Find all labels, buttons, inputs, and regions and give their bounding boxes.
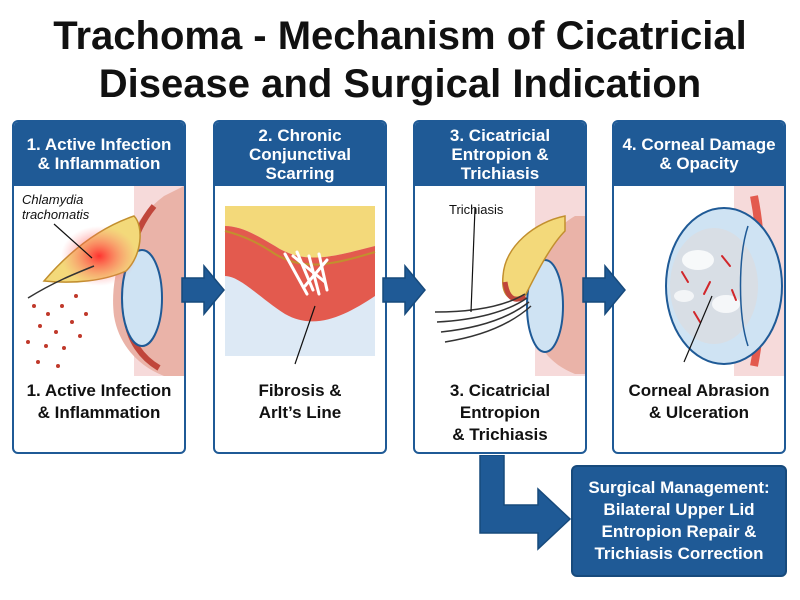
inflammation-zone — [61, 226, 137, 286]
infection-illustration — [26, 186, 184, 376]
tarsal-layer — [225, 226, 375, 322]
lens-outline — [739, 225, 749, 347]
surgery-line: Trichiasis Correction — [594, 544, 764, 563]
panel-entropion-trichiasis: 3. Cicatricial Entropion & Trichiasis Tr… — [413, 120, 587, 454]
header-line: 1. Active Infection — [26, 135, 172, 154]
label-line: Chlamydia — [22, 192, 84, 207]
fat-layer — [225, 206, 375, 258]
panel-caption: 3. Cicatricial Entropion & Trichiasis — [415, 380, 585, 446]
panel-caption: 1. Active Infection & Inflammation — [14, 380, 184, 424]
abrasion-marks — [681, 255, 737, 323]
panel-caption: Fibrosis & Arlt’s Line — [215, 380, 385, 424]
caption-line: Corneal Abrasion — [628, 381, 770, 400]
caption-line: 3. Cicatricial — [449, 381, 551, 400]
pathogen-label: Chlamydia trachomatis — [22, 192, 89, 222]
panel-header: 3. Cicatricial Entropion & Trichiasis — [415, 122, 585, 186]
surgical-management-box: Surgical Management: Bilateral Upper Lid… — [571, 465, 787, 577]
panel-header: 1. Active Infection & Inflammation — [14, 122, 184, 186]
trichiasis-label: Trichiasis — [449, 202, 503, 217]
header-line: & Opacity — [659, 154, 739, 173]
eyelash — [27, 265, 95, 299]
corneal-opacity — [670, 228, 758, 344]
header-line: Entropion & — [451, 144, 549, 164]
panel-chronic-scarring: 2. Chronic Conjunctival Scarring Fibrosi… — [213, 120, 387, 454]
lid-margin — [502, 281, 527, 302]
arrow-right-icon — [382, 263, 426, 317]
caption-line: & Inflammation — [37, 403, 161, 422]
arrow-elbow-icon — [479, 455, 572, 551]
caption-line: Arlt’s Line — [258, 403, 342, 422]
panel-header: 4. Corneal Damage & Opacity — [614, 122, 784, 186]
cornea-shape — [526, 259, 564, 353]
arrow-right-icon — [582, 263, 626, 317]
caption-line: 1. Active Infection — [26, 381, 172, 400]
pointer-line — [683, 295, 713, 363]
caption-line: & Trichiasis — [452, 425, 548, 444]
pointer-line — [470, 207, 476, 313]
label-line: Trichiasis — [449, 202, 504, 217]
panel-corneal-damage: 4. Corneal Damage & Opacity Corneal Abra… — [612, 120, 786, 454]
entropion-illustration — [434, 186, 585, 376]
opacity-patch — [712, 295, 740, 313]
header-line: & Inflammation — [37, 154, 161, 173]
caption-line: Fibrosis & — [258, 381, 342, 400]
title-line-2: Disease and Surgical Indication — [98, 62, 702, 106]
panel-active-infection: 1. Active Infection & Inflammation Chlam… — [12, 120, 186, 454]
opacity-patch — [674, 290, 694, 302]
header-line: Trichiasis — [460, 163, 540, 183]
surgery-line: Entropion Repair & — [601, 522, 757, 541]
fibrosis-bands — [283, 250, 329, 296]
panel-caption: Corneal Abrasion & Ulceration — [614, 380, 784, 424]
caption-line: & Ulceration — [648, 403, 750, 422]
chlamydia-particles — [26, 294, 88, 368]
scarring-illustration — [224, 206, 376, 365]
cornea-shape — [121, 249, 163, 347]
header-line: 2. Chronic — [258, 125, 342, 145]
pointer-line — [53, 223, 93, 259]
surgery-line: Surgical Management: — [588, 478, 770, 497]
inturned-lashes — [434, 293, 532, 343]
corneal-illustration — [665, 186, 784, 376]
header-line: Conjunctival — [248, 144, 351, 164]
label-line: trachomatis — [22, 207, 90, 222]
header-line: Scarring — [265, 163, 335, 183]
panel-header: 2. Chronic Conjunctival Scarring — [215, 122, 385, 186]
header-line: 3. Cicatricial — [449, 125, 551, 145]
header-line: 4. Corneal Damage — [622, 135, 776, 154]
caption-line: Entropion — [459, 403, 541, 422]
layer-border — [224, 230, 376, 266]
surgery-line: Bilateral Upper Lid — [603, 500, 755, 519]
page-title: Trachoma - Mechanism of Cicatricial Dise… — [0, 12, 800, 108]
pointer-line — [294, 305, 316, 365]
title-line-1: Trachoma - Mechanism of Cicatricial — [53, 14, 747, 58]
arrow-right-icon — [181, 263, 225, 317]
opacity-patch — [682, 250, 714, 270]
